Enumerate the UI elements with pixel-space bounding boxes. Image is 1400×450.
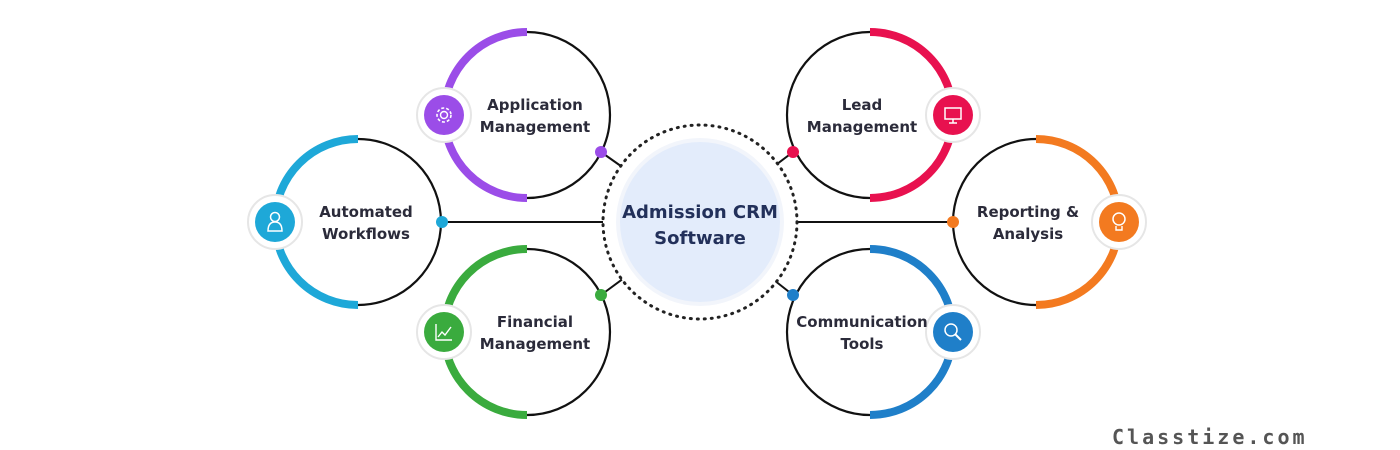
icon-badge bbox=[933, 312, 973, 352]
node-label-line2: Analysis bbox=[993, 225, 1063, 243]
connector-dot bbox=[787, 146, 799, 158]
center-circle bbox=[616, 138, 784, 306]
node-label-line1: Application bbox=[487, 96, 583, 114]
connector-lines bbox=[442, 151, 953, 296]
node-label-line1: Lead bbox=[842, 96, 883, 114]
chart-icon bbox=[435, 324, 452, 341]
node-label-line2: Management bbox=[480, 118, 590, 136]
user-icon bbox=[267, 211, 283, 232]
connector-dot bbox=[436, 216, 448, 228]
node-label-line1: Reporting & bbox=[977, 203, 1079, 221]
connector-dot bbox=[595, 289, 607, 301]
connector-dot bbox=[787, 289, 799, 301]
ring-outline bbox=[526, 247, 612, 417]
node-label-line2: Management bbox=[807, 118, 917, 136]
node-reporting: Reporting & Analysis bbox=[947, 135, 1147, 309]
watermark: Classtize.com bbox=[1112, 425, 1308, 449]
ring-outline bbox=[951, 137, 1037, 307]
lightbulb-icon bbox=[1112, 212, 1126, 231]
node-label-line1: Communication bbox=[796, 313, 927, 331]
search-icon bbox=[944, 323, 962, 341]
ring-outline bbox=[526, 30, 612, 200]
node-label-line1: Financial bbox=[497, 313, 573, 331]
node-label-line2: Workflows bbox=[322, 225, 410, 243]
icon-badge bbox=[1099, 202, 1139, 242]
connector-dot bbox=[595, 146, 607, 158]
monitor-icon bbox=[944, 107, 962, 124]
center-title-line2: Software bbox=[654, 228, 746, 249]
ring-outline bbox=[785, 247, 871, 417]
center-title-line1: Admission CRM bbox=[622, 202, 778, 223]
node-label-line2: Tools bbox=[841, 335, 884, 353]
center-hub: Admission CRM Software bbox=[601, 123, 799, 321]
gear-icon bbox=[436, 107, 452, 123]
icon-badge bbox=[933, 95, 973, 135]
ring-outline bbox=[785, 30, 871, 200]
node-label-line1: Automated bbox=[319, 203, 413, 221]
node-label-line2: Management bbox=[480, 335, 590, 353]
connector-dot bbox=[947, 216, 959, 228]
dotted-ring bbox=[601, 123, 799, 321]
icon-badge bbox=[424, 312, 464, 352]
icon-badge bbox=[424, 95, 464, 135]
ring-outline bbox=[357, 137, 443, 307]
